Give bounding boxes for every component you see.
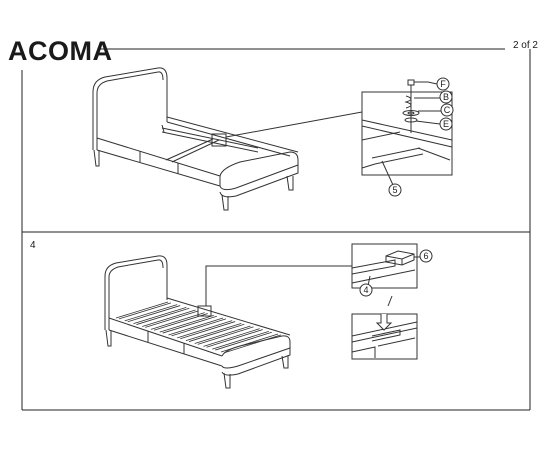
detail-box-slat-clip bbox=[351, 243, 420, 289]
part-label-f: F bbox=[440, 79, 446, 89]
bed-slat bbox=[180, 321, 236, 340]
flat-washer bbox=[402, 110, 420, 116]
callout-5: 5 bbox=[392, 185, 397, 195]
side-rail-bottom bbox=[108, 317, 223, 357]
bed-slat bbox=[124, 304, 178, 322]
bed-slat bbox=[203, 328, 260, 347]
part-label-c: C bbox=[444, 105, 451, 115]
bed-slat bbox=[118, 302, 172, 320]
bed-slat bbox=[115, 301, 169, 319]
footboard-bottom bbox=[221, 335, 291, 369]
bed-slat bbox=[145, 310, 199, 328]
bed-slat bbox=[133, 306, 187, 325]
part-circle-c bbox=[440, 103, 454, 117]
bed-slat bbox=[215, 331, 272, 351]
bed-slat bbox=[177, 320, 233, 339]
center-beam bbox=[161, 127, 259, 149]
bed-slat bbox=[206, 329, 263, 348]
leader-line-bottom bbox=[205, 265, 352, 306]
bed-slat bbox=[197, 326, 254, 345]
part-circle-e bbox=[439, 117, 453, 131]
callout-circle-4 bbox=[359, 283, 373, 297]
headboard-bottom bbox=[104, 255, 168, 330]
leg-left-bottom bbox=[105, 329, 112, 347]
leg-front bbox=[221, 194, 229, 211]
barrel-nut bbox=[404, 117, 418, 123]
detail-box-hardware bbox=[361, 79, 453, 186]
callout-6: 6 bbox=[423, 251, 428, 261]
bed-slat bbox=[185, 322, 242, 342]
slat-group bbox=[115, 301, 282, 354]
part-label-e: E bbox=[443, 119, 449, 129]
bed-frame-bottom bbox=[104, 255, 291, 389]
bed-slat bbox=[159, 314, 214, 333]
page-indicator: 2 of 2 bbox=[512, 40, 538, 51]
leader-line-top bbox=[225, 111, 363, 138]
bed-slat bbox=[136, 307, 190, 325]
bed-slat bbox=[142, 309, 196, 327]
callouts-bottom: 6 4 bbox=[359, 249, 433, 297]
bed-slat bbox=[212, 330, 269, 350]
bed-slat bbox=[150, 312, 205, 330]
bed-slat bbox=[223, 334, 282, 354]
bed-slat bbox=[220, 333, 279, 353]
bed-frame-top bbox=[92, 67, 299, 211]
part-circle-b bbox=[439, 90, 453, 104]
joint-highlight-bottom bbox=[197, 305, 212, 317]
callout-circle-6 bbox=[419, 249, 433, 263]
headboard bbox=[92, 67, 168, 150]
bed-slat bbox=[171, 318, 227, 337]
callout-4: 4 bbox=[363, 285, 368, 295]
bed-slat bbox=[127, 305, 181, 323]
callout-circle-5 bbox=[388, 183, 402, 197]
insert-arrow bbox=[375, 314, 393, 331]
bolt-head bbox=[407, 79, 415, 86]
spring-washer bbox=[404, 95, 412, 109]
detail-box-slat-insert bbox=[351, 313, 418, 360]
part-circle-f bbox=[436, 77, 450, 91]
bed-slat bbox=[162, 315, 217, 334]
side-rail-front bbox=[96, 137, 221, 177]
bed-slat bbox=[194, 325, 251, 344]
leg-left bbox=[93, 149, 100, 167]
joint-highlight bbox=[211, 133, 227, 147]
bed-slat bbox=[168, 317, 224, 336]
frame bbox=[21, 48, 531, 411]
bed-slat bbox=[188, 323, 245, 342]
footboard bbox=[219, 151, 299, 191]
slat-holder bbox=[385, 250, 415, 266]
step-number: 4 bbox=[30, 240, 36, 251]
part-labels: F B C E 5 bbox=[388, 77, 454, 197]
leg-right bbox=[286, 175, 294, 191]
product-title: ACOMA bbox=[8, 36, 113, 66]
leg-front-bottom bbox=[223, 372, 231, 389]
part-label-b: B bbox=[443, 92, 449, 102]
sequence-arrow bbox=[387, 295, 393, 307]
leg-right-bottom bbox=[281, 355, 289, 369]
